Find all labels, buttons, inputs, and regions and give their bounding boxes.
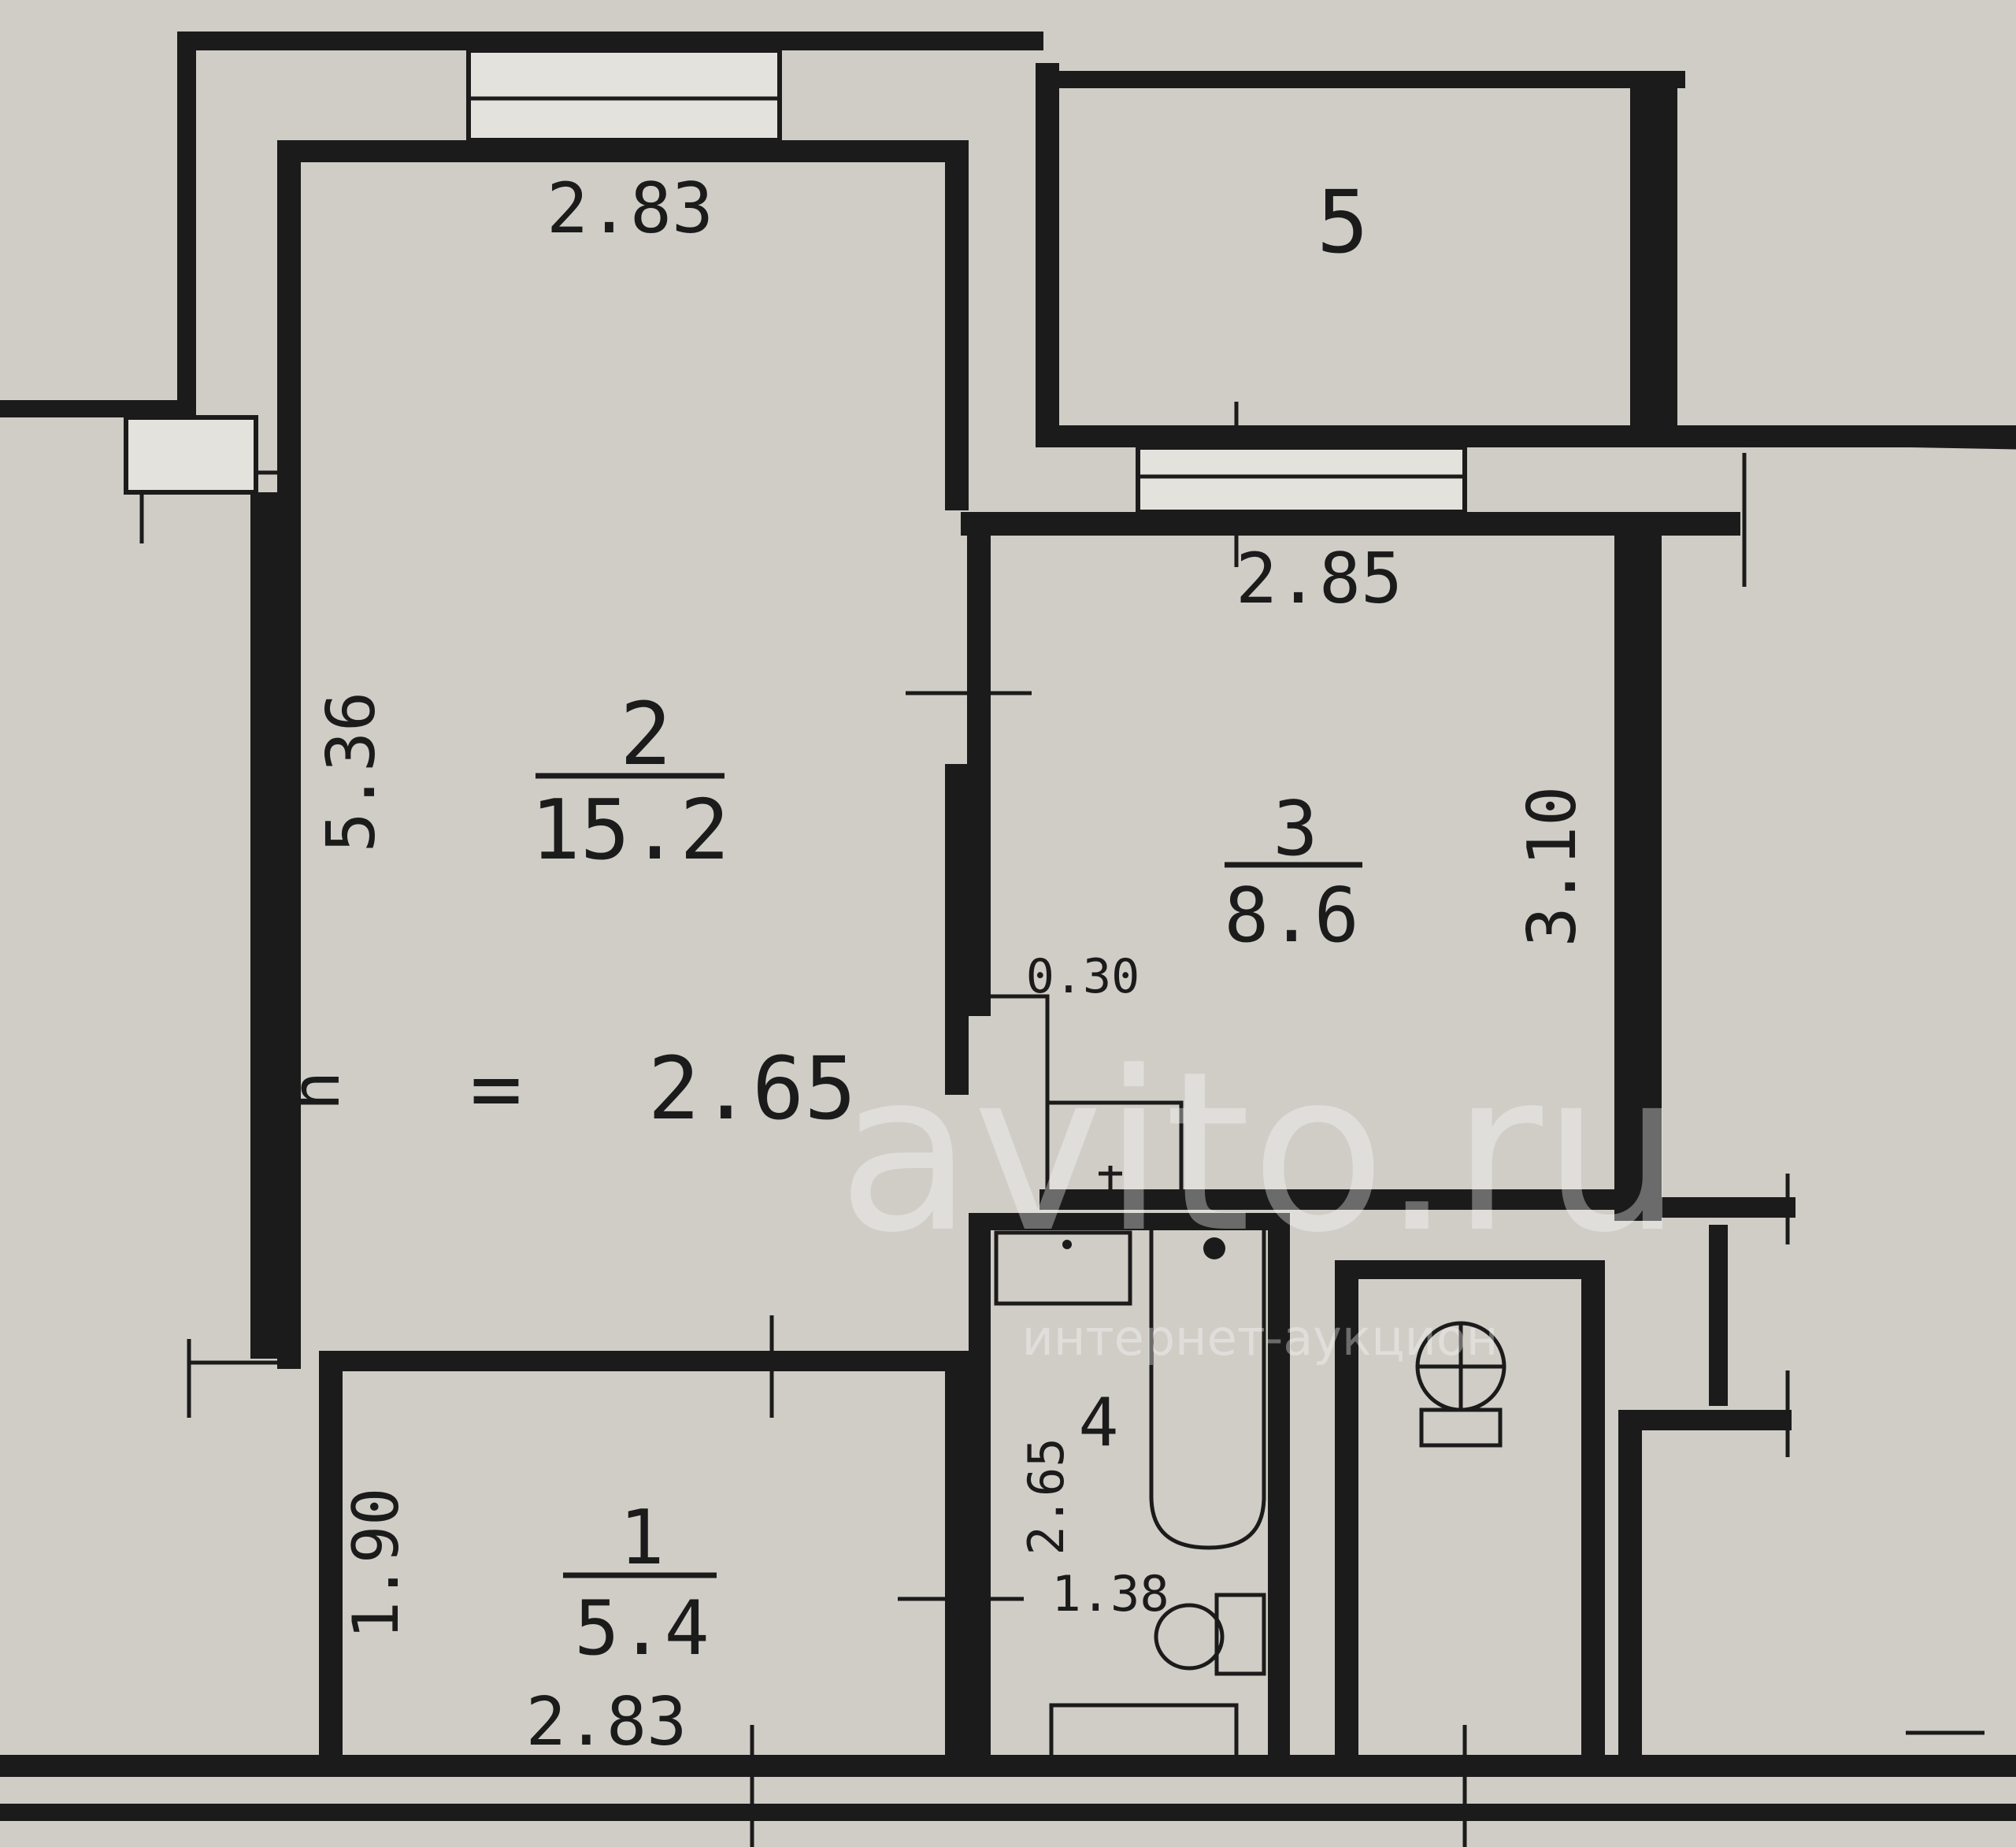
- stove: [1045, 1100, 1184, 1196]
- dim-room2-length: 5.36: [313, 692, 391, 853]
- room1-number: 1: [619, 1495, 664, 1582]
- dim-room1-length: 1.90: [339, 1488, 413, 1640]
- dim-room1-width: 2.83: [526, 1683, 687, 1761]
- room1-right-wall: [945, 1370, 969, 1764]
- toilet-tank: [1214, 1593, 1266, 1676]
- watermark-main: avito.ru: [838, 1025, 1683, 1281]
- right-corridor-wall: [1622, 1197, 1796, 1218]
- dimension-labels: 2.83 5.36 2.83 1.90 2.85 3.10 0.30 2.65 …: [313, 168, 1592, 1761]
- room2-right-wall-lower: [945, 764, 969, 1095]
- kitchen-niche: [991, 994, 1050, 1103]
- sink: [994, 1230, 1132, 1306]
- bath-door-recess: [1049, 1703, 1239, 1764]
- dim-room3-niche: 0.30: [1026, 949, 1140, 1004]
- bottom-exterior-wall: [0, 1755, 2016, 1777]
- room4-top-wall: [976, 1213, 1284, 1230]
- utility-box: [1419, 1408, 1503, 1448]
- room3-area: 8.6: [1224, 873, 1359, 959]
- exterior-line-right: [1677, 439, 2016, 450]
- dim-room3-width: 2.85: [1236, 538, 1403, 619]
- room2-bottom-wall: [319, 1351, 969, 1371]
- room5-left-wall: [1036, 63, 1059, 433]
- right-corridor-lower-wall: [1618, 1410, 1792, 1430]
- left-exterior-line: [0, 400, 196, 417]
- windows: [124, 48, 1467, 514]
- room3-top-wall: [961, 512, 1740, 536]
- room4-number: 4: [1078, 1384, 1118, 1462]
- room2-right-wall-upper: [945, 140, 969, 510]
- room5-top-wall: [1040, 71, 1685, 88]
- room1-left-wall: [319, 1370, 343, 1772]
- toilet-bowl: [1154, 1603, 1225, 1671]
- room-labels: 2 15.2 3 8.6 1 5.4 4 5: [531, 172, 1369, 1672]
- dim-room4-width: 1.38: [1051, 1565, 1169, 1623]
- left-partition: [250, 492, 282, 1359]
- bathtub: [1149, 1225, 1266, 1550]
- bathtub-drain: [1203, 1237, 1225, 1259]
- room3-number: 3: [1273, 786, 1317, 873]
- loggia-left-wall: [177, 32, 196, 417]
- window-room3: [1136, 445, 1467, 514]
- right-stair-wall: [1618, 1418, 1642, 1764]
- right-notch-wall: [1709, 1225, 1728, 1406]
- room2-top-wall: [280, 140, 957, 162]
- room3-right-wall: [1614, 512, 1662, 1221]
- utility-left-wall: [1335, 1260, 1358, 1764]
- window-left: [124, 415, 258, 495]
- dim-room2-width: 2.83: [547, 168, 713, 249]
- fixtures: [991, 994, 1506, 1764]
- ceiling-height: h = 2.65: [277, 1038, 856, 1139]
- sink-drain: [1062, 1240, 1072, 1249]
- room3-left-wall: [967, 512, 991, 1016]
- dim-room3-length: 3.10: [1514, 786, 1592, 948]
- ceiling-height-symbol: h: [277, 1070, 355, 1111]
- room2-area: 15.2: [531, 782, 730, 878]
- room4-left-wall: [969, 1213, 991, 1764]
- window-room2: [466, 48, 782, 143]
- watermark-sub: интернет-аукцион: [1022, 1309, 1499, 1367]
- room5-right-wall: [1630, 79, 1677, 441]
- utility-right-wall: [1581, 1260, 1605, 1764]
- room2-number: 2: [620, 684, 672, 784]
- room5-number: 5: [1317, 172, 1369, 273]
- loggia-top-wall: [177, 32, 1043, 50]
- utility-top-wall: [1335, 1260, 1603, 1279]
- ceiling-height-operator: =: [470, 1038, 522, 1139]
- ceiling-height-value: 2.65: [648, 1038, 857, 1139]
- room4-right-wall: [1268, 1213, 1290, 1764]
- bottom-exterior-line: [0, 1804, 2016, 1821]
- dim-room4-length: 2.65: [1017, 1437, 1075, 1555]
- room1-area: 5.4: [574, 1586, 710, 1672]
